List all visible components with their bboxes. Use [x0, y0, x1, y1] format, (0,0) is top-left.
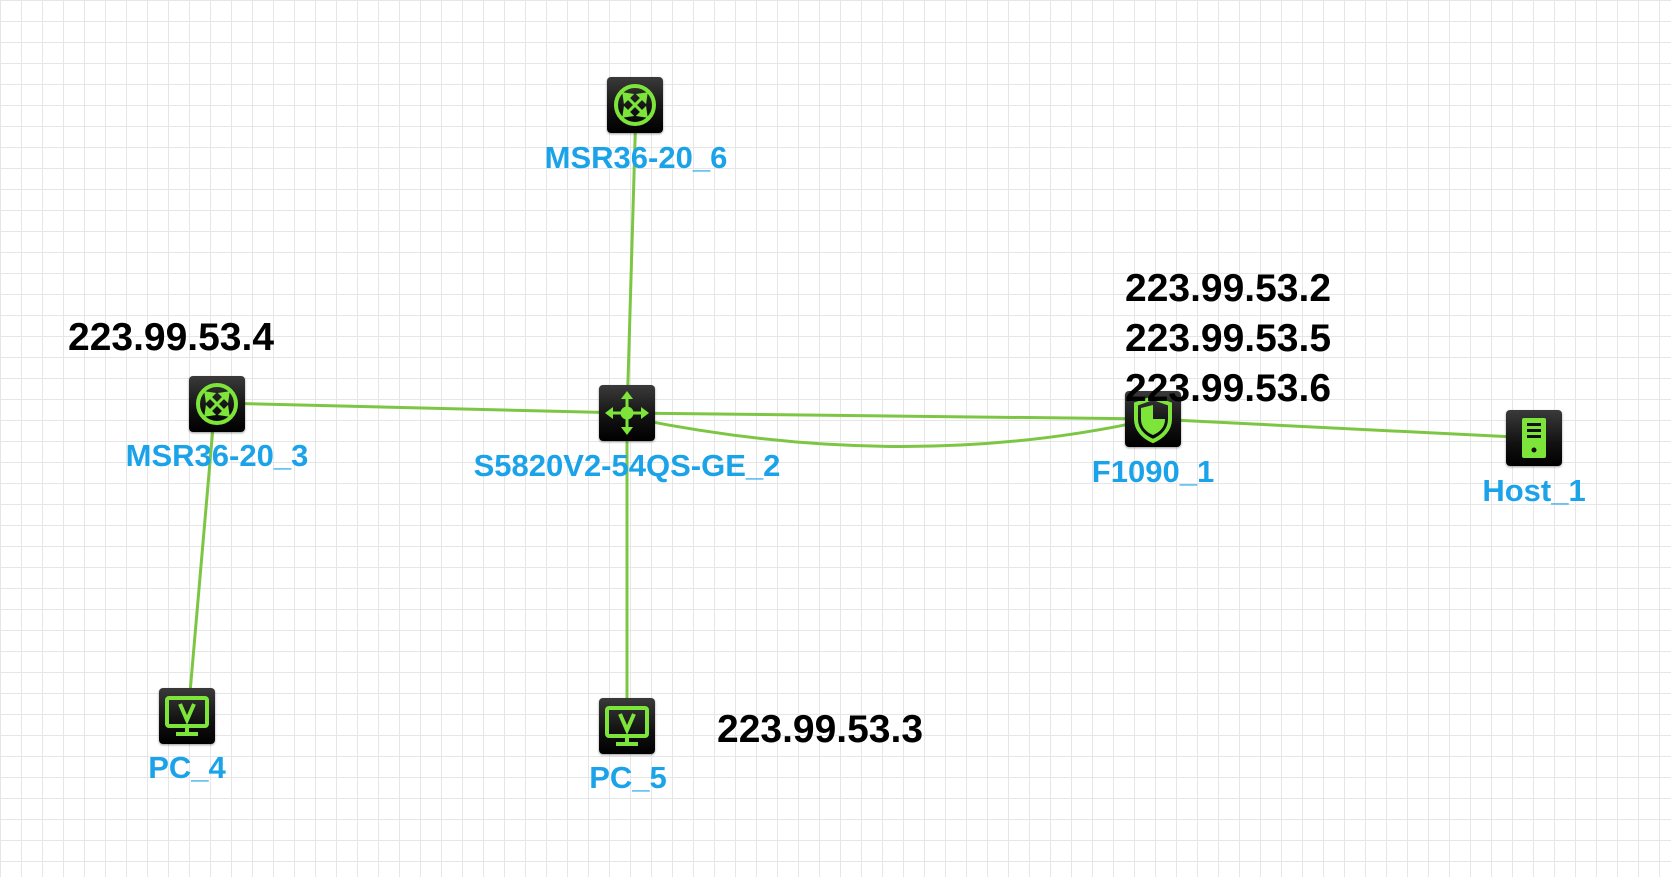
pc-device-pc5[interactable]: [599, 698, 655, 754]
server-icon: [1522, 418, 1546, 458]
router-icon: [614, 84, 656, 126]
device-label-msr6: MSR36-20_6: [544, 140, 728, 175]
ip-annotation-firewall: 223.99.53.2 223.99.53.5 223.99.53.6: [1125, 269, 1331, 419]
link-firewall-host[interactable]: [1152, 417, 1535, 440]
ip-annotation-pc5: 223.99.53.3: [717, 708, 924, 751]
router-icon: [196, 383, 238, 425]
server-device-host1[interactable]: [1506, 410, 1562, 466]
device-label-host: Host_1: [1482, 473, 1586, 508]
switch-icon: [605, 391, 649, 435]
ip-firewall-2: 223.99.53.5: [1125, 317, 1332, 360]
ip-firewall-3: 223.99.53.6: [1125, 367, 1332, 410]
router-device-msr6[interactable]: [607, 77, 663, 133]
firewall-icon: [1134, 395, 1172, 444]
pc-device-pc4[interactable]: [159, 688, 215, 744]
firewall-device-f1090[interactable]: [1125, 391, 1181, 447]
link-msr3-switch[interactable]: [216, 401, 628, 415]
ip-firewall-1: 223.99.53.2: [1125, 267, 1332, 310]
ip-annotation-msr3: 223.99.53.4: [68, 316, 275, 359]
pc-icon: [605, 706, 649, 746]
pc-icon: [165, 696, 209, 736]
link-switch-firewall-curved[interactable]: [626, 415, 1154, 448]
device-label-msr3: MSR36-20_3: [125, 438, 309, 473]
link-switch-firewall[interactable]: [626, 411, 1154, 421]
device-label-pc4: PC_4: [148, 750, 226, 785]
links-layer: [186, 106, 1535, 725]
device-label-firewall: F1090_1: [1091, 454, 1215, 489]
link-msr3-pc4[interactable]: [186, 403, 217, 717]
router-device-msr3[interactable]: [189, 376, 245, 432]
link-msr6-switch[interactable]: [625, 106, 638, 416]
switch-device-s5820[interactable]: [599, 385, 655, 441]
device-label-pc5: PC_5: [589, 760, 667, 795]
device-label-switch: S5820V2-54QS-GE_2: [473, 448, 781, 483]
